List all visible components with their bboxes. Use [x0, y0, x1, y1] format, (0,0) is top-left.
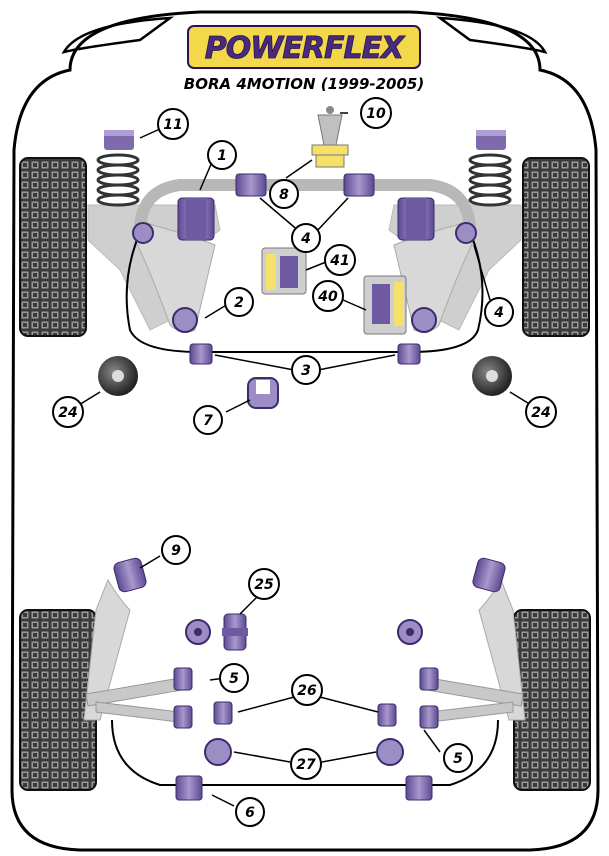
callout-7: 7 [193, 405, 223, 435]
powerflex-logo: POWERFLEX [187, 25, 421, 69]
callout-40: 40 [312, 280, 344, 312]
callout-41: 41 [324, 244, 356, 276]
callout-5-right: 5 [443, 743, 473, 773]
rear-anti-roll-bar [111, 719, 499, 786]
front-wishbone-rear-bush-left [177, 197, 215, 241]
engine-mount-41 [261, 247, 307, 295]
rear-arb-bush-right [405, 775, 433, 801]
engine-mount-40 [363, 275, 407, 335]
front-arm-outer-bush-right [411, 307, 437, 333]
rear-diff-bush-25 [222, 613, 248, 651]
rear-trailing-arm-left [83, 578, 131, 721]
rear-trailing-arm-bush-left [113, 557, 147, 593]
front-left-tyre [19, 157, 87, 337]
svg-text:27: 27 [296, 757, 316, 773]
car-body-outline [10, 10, 600, 852]
svg-text:5: 5 [453, 751, 463, 767]
rear-arb-bush-left [175, 775, 203, 801]
callout-8: 8 [269, 179, 299, 209]
brand-name: POWERFLEX [205, 31, 406, 66]
top-mount-left [104, 130, 134, 150]
callout-9: 9 [161, 535, 191, 565]
rear-trailing-arm-bush-right [472, 557, 506, 593]
svg-text:7: 7 [203, 413, 213, 429]
drop-link-bush-right [397, 343, 421, 365]
rear-link-bush-left-upper [173, 667, 193, 691]
svg-text:1: 1 [217, 148, 227, 164]
anti-roll-bar-bush-right [343, 173, 375, 197]
callout-27: 27 [290, 748, 322, 780]
gearbox-mount-right-center [486, 370, 498, 382]
front-arm-outer-bush-left [172, 307, 198, 333]
engine-mount-10 [311, 106, 349, 168]
drop-link-bush-left [189, 343, 213, 365]
model-title: BORA 4MOTION (1999-2005) [184, 75, 424, 93]
anti-roll-bar-bush-left [235, 173, 267, 197]
front-drop-link-line [125, 231, 484, 353]
svg-text:10: 10 [366, 106, 386, 122]
callout-4-center: 4 [291, 223, 321, 253]
svg-text:25: 25 [254, 577, 274, 593]
front-right-spring [468, 153, 512, 207]
svg-text:8: 8 [279, 187, 289, 203]
svg-text:9: 9 [171, 543, 181, 559]
callout-24-right: 24 [525, 396, 557, 428]
front-wishbone-front-bush-right [455, 222, 477, 244]
svg-text:3: 3 [301, 363, 311, 379]
callout-6: 6 [235, 797, 265, 827]
callout-5-left: 5 [219, 663, 249, 693]
rear-subframe-bush-left [213, 701, 233, 725]
gearbox-mount-left-center [112, 370, 124, 382]
rear-right-tyre [513, 609, 591, 791]
front-left-spring [96, 153, 140, 207]
callout-2: 2 [224, 287, 254, 317]
svg-text:4: 4 [300, 231, 311, 247]
svg-text:40: 40 [317, 289, 338, 305]
rear-upper-link-right [428, 701, 514, 723]
front-anti-roll-bar [134, 179, 476, 238]
windscreen-left [61, 16, 175, 54]
callout-3: 3 [291, 355, 321, 385]
rear-link-bush-left-lower [173, 705, 193, 729]
callout-10: 10 [360, 97, 392, 129]
svg-text:24: 24 [531, 405, 550, 421]
callout-11: 11 [157, 108, 189, 140]
rear-link-bush-right-upper [419, 667, 439, 691]
rear-diff-mount-right-center [406, 628, 414, 636]
lower-engine-mount-7 [247, 377, 279, 409]
callout-25: 25 [248, 568, 280, 600]
front-right-tyre [522, 157, 590, 337]
svg-text:24: 24 [58, 405, 77, 421]
callout-4-right: 4 [484, 297, 514, 327]
svg-text:26: 26 [297, 683, 317, 699]
rear-upper-link-left [95, 701, 181, 723]
rear-subframe-mount-left [204, 738, 232, 766]
svg-text:6: 6 [245, 805, 255, 821]
rear-subframe-mount-right [376, 738, 404, 766]
svg-text:2: 2 [234, 295, 244, 311]
rear-left-tyre [19, 609, 97, 791]
rear-subframe-bush-right [377, 703, 397, 727]
svg-text:41: 41 [329, 253, 349, 269]
svg-text:4: 4 [493, 305, 504, 321]
svg-text:5: 5 [229, 671, 239, 687]
rear-link-bush-right-lower [419, 705, 439, 729]
callout-26: 26 [291, 674, 323, 706]
callout-1: 1 [207, 140, 237, 170]
windscreen-right [435, 16, 548, 54]
front-wishbone-front-bush-left [132, 222, 154, 244]
callout-24-left: 24 [52, 396, 84, 428]
svg-text:11: 11 [163, 117, 182, 133]
front-wishbone-rear-bush-right [397, 197, 435, 241]
top-mount-right [476, 130, 506, 150]
rear-diff-mount-left-center [194, 628, 202, 636]
